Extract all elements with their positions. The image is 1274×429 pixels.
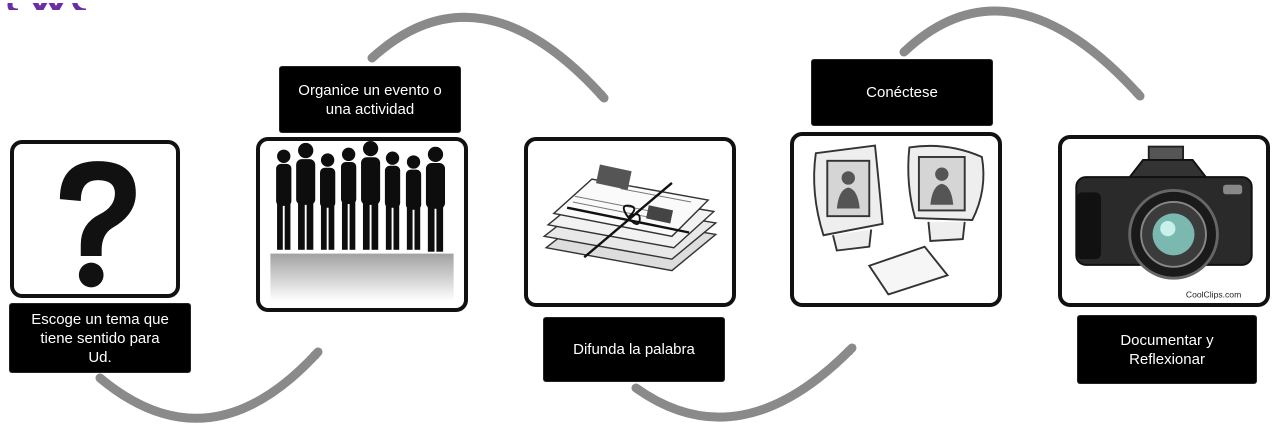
newspapers-icon (542, 164, 718, 272)
step-2-label: Organice un evento o una actividad (280, 67, 460, 132)
step-2-image (256, 137, 468, 312)
step-3-label: Difunda la palabra (544, 318, 724, 381)
question-mark-icon (59, 161, 136, 288)
step-3-image (524, 137, 736, 307)
camera-icon: CoolClips.com (1075, 145, 1253, 299)
step-1-label: Escoge un tema que tiene sentido para Ud… (10, 304, 190, 372)
arrow-4-to-5 (899, 6, 1145, 101)
computer-monitors-icon (813, 144, 985, 296)
step-5-image: CoolClips.com (1058, 135, 1270, 307)
camera-watermark: CoolClips.com (1186, 289, 1241, 299)
logo-fragment (0, 0, 120, 10)
arrow-1-to-2 (95, 347, 323, 423)
arrow-2-to-3 (367, 12, 609, 103)
step-4-label: Conéctese (812, 60, 992, 125)
arrow-3-to-4 (631, 343, 857, 422)
people-silhouettes-icon (270, 141, 454, 302)
step-1-image (10, 140, 180, 298)
step-4-image (790, 132, 1002, 307)
step-5-label: Documentar y Reflexionar (1078, 316, 1256, 383)
